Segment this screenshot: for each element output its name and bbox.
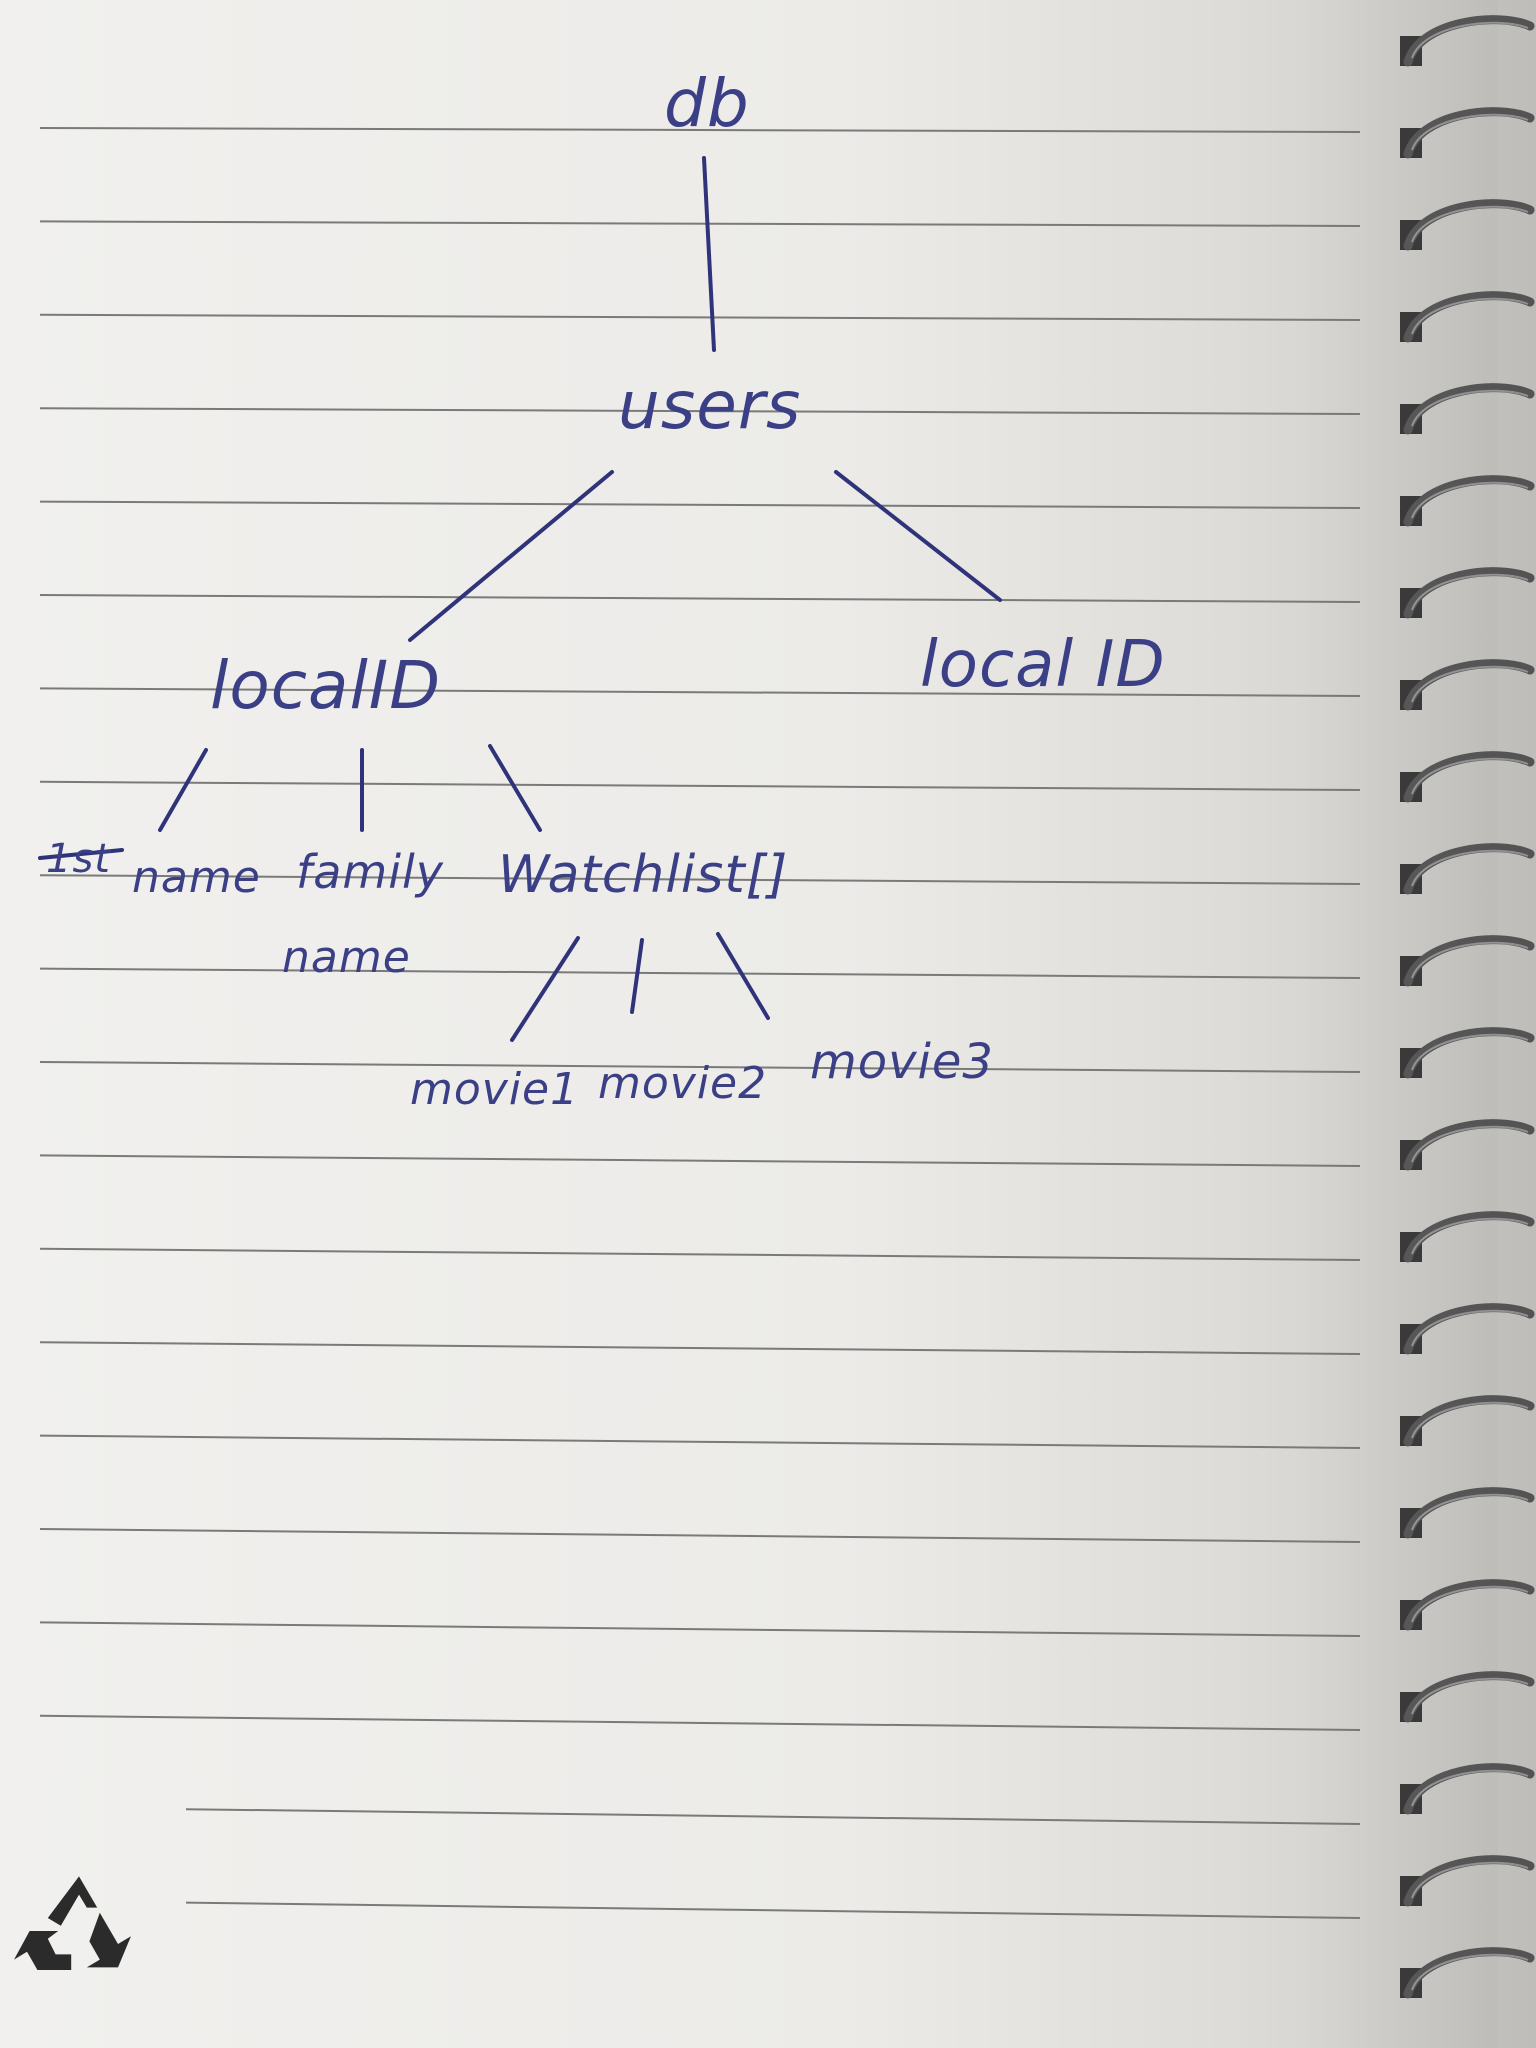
ruled-line	[185, 1901, 1361, 1919]
spiral-coil-highlight	[1411, 205, 1529, 243]
edge-localid-firstname	[158, 748, 208, 832]
spiral-coil	[1403, 383, 1535, 435]
spiral-coil	[1403, 475, 1535, 527]
ruled-line	[39, 967, 1361, 979]
spiral-coil	[1403, 15, 1535, 67]
node-firstname: name	[132, 852, 261, 903]
spiral-coil-highlight	[1411, 941, 1529, 979]
spiral-coil	[1403, 1211, 1535, 1263]
ruled-line	[39, 313, 1361, 321]
spiral-coil-highlight	[1411, 1401, 1529, 1439]
edge-localid-watchlist	[488, 744, 542, 832]
node-local-id-right: local ID	[920, 628, 1166, 702]
edge-users-left-localid	[408, 470, 614, 642]
spiral-coil	[1403, 751, 1535, 803]
spiral-coil	[1403, 659, 1535, 711]
ruled-line	[39, 1714, 1361, 1731]
edge-watchlist-movie1	[510, 936, 580, 1042]
node-movie2: movie2	[598, 1058, 767, 1109]
ruled-line	[39, 1154, 1361, 1167]
node-familyname-line2: name	[282, 932, 411, 983]
spiral-coil	[1403, 567, 1535, 619]
spiral-coil	[1403, 1303, 1535, 1355]
spiral-coil-highlight	[1411, 113, 1529, 151]
spiral-coil-highlight	[1411, 1217, 1529, 1255]
spiral-coil-highlight	[1411, 1033, 1529, 1071]
spiral-coil-highlight	[1411, 1861, 1529, 1899]
spiral-coil-highlight	[1411, 1677, 1529, 1715]
binding-strip	[1498, 0, 1536, 2048]
edge-db-users	[702, 156, 716, 352]
node-movie1: movie1	[410, 1064, 579, 1115]
recycle-icon	[14, 1876, 131, 1970]
spiral-coil-highlight	[1411, 757, 1529, 795]
node-familyname-line1: family	[296, 845, 444, 899]
node-db: db	[664, 65, 750, 142]
node-firstname-prefix: 1st	[46, 836, 111, 882]
ruled-line	[39, 1434, 1361, 1449]
spiral-coil-highlight	[1411, 1493, 1529, 1531]
spiral-coil	[1403, 199, 1535, 251]
spiral-coil	[1403, 291, 1535, 343]
spiral-coil	[1403, 1763, 1535, 1815]
spiral-coil-highlight	[1411, 573, 1529, 611]
spiral-coil-highlight	[1411, 1309, 1529, 1347]
ruled-line	[39, 1528, 1361, 1543]
spiral-coil	[1403, 1487, 1535, 1539]
node-watchlist: Watchlist[]	[498, 845, 788, 905]
ruled-line	[185, 1808, 1361, 1825]
ruled-line	[39, 500, 1361, 509]
node-users: users	[618, 367, 801, 444]
ruled-line	[39, 687, 1361, 697]
spiral-coil-highlight	[1411, 1585, 1529, 1623]
ruled-line	[39, 780, 1361, 791]
ruled-line	[39, 1061, 1361, 1073]
node-movie3: movie3	[810, 1034, 994, 1090]
ruled-line	[39, 1247, 1361, 1261]
edge-watchlist-movie3	[716, 932, 770, 1020]
spiral-coil-highlight	[1411, 1953, 1529, 1991]
spiral-coil	[1403, 107, 1535, 159]
spiral-coil-highlight	[1411, 1769, 1529, 1807]
ruled-line	[39, 407, 1361, 415]
edge-watchlist-movie2	[630, 938, 644, 1014]
ruled-line	[39, 1621, 1361, 1637]
spiral-coil-highlight	[1411, 389, 1529, 427]
edge-users-right-localid	[834, 470, 1002, 602]
ruled-line	[39, 594, 1361, 603]
spiral-coil-highlight	[1411, 21, 1529, 59]
spiral-coil	[1403, 1671, 1535, 1723]
spiral-coil-highlight	[1411, 1125, 1529, 1163]
ruled-line	[39, 874, 1361, 885]
ruled-line	[39, 220, 1361, 227]
spiral-coil-highlight	[1411, 665, 1529, 703]
spiral-coil	[1403, 935, 1535, 987]
spiral-coil-highlight	[1411, 481, 1529, 519]
spiral-coil	[1403, 1947, 1535, 1999]
spiral-coil-highlight	[1411, 849, 1529, 887]
ruled-line	[39, 127, 1361, 133]
spiral-coil	[1403, 1119, 1535, 1171]
node-local-id-left: localID	[210, 647, 441, 724]
spiral-coil	[1403, 1027, 1535, 1079]
spiral-coil-highlight	[1411, 297, 1529, 335]
spiral-coil	[1403, 843, 1535, 895]
ruled-line	[39, 1341, 1361, 1355]
spiral-coil	[1403, 1579, 1535, 1631]
spiral-coil	[1403, 1855, 1535, 1907]
strike-firstname-prefix	[38, 848, 124, 860]
spiral-coil	[1403, 1395, 1535, 1447]
